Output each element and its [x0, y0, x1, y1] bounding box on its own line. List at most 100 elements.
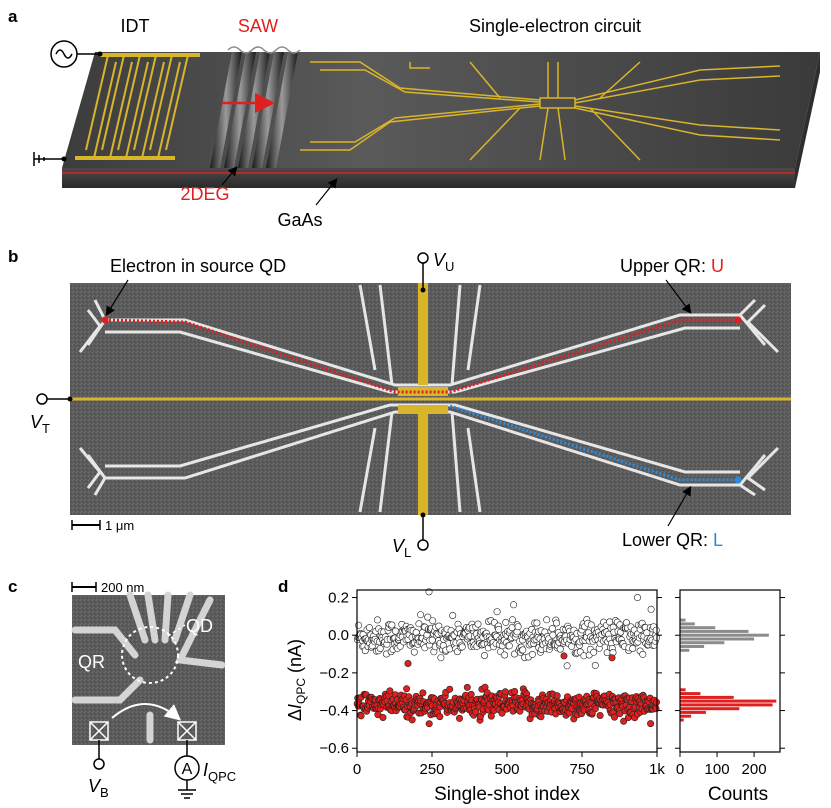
scatter-point-U	[639, 650, 647, 658]
hist-bar-upper	[680, 648, 690, 652]
y-tick-label: −0.4	[319, 703, 349, 720]
scatter-point-L	[467, 690, 475, 698]
gate-center-lower	[398, 405, 448, 414]
hist-x-tick-label: 100	[705, 761, 730, 778]
scatter-point-L	[403, 685, 411, 693]
x-tick-label: 0	[353, 761, 361, 778]
label-gaas: GaAs	[277, 210, 322, 230]
label-iqpc: IQPC	[203, 760, 236, 784]
label-2deg: 2DEG	[180, 184, 229, 204]
scatter-point-L	[553, 692, 561, 700]
hist-x-tick-label: 0	[676, 761, 684, 778]
scatter-point-L	[537, 713, 545, 721]
gate-pattern-c	[71, 591, 226, 744]
electron-upper-qr	[734, 316, 742, 324]
label-lower-qr: Lower QR: L	[622, 530, 723, 550]
hist-bar-lower	[680, 688, 686, 692]
scatter-point-U	[552, 619, 560, 627]
scatter-point-L	[472, 708, 480, 716]
panel-a-letter: a	[8, 7, 18, 26]
scatter-point-L	[487, 712, 495, 720]
hist-frame	[679, 589, 781, 753]
scatter-point-L	[591, 705, 599, 713]
scatter-point-L	[408, 716, 416, 724]
x-tick-label: 500	[494, 761, 519, 778]
hist-x-tick-label: 200	[742, 761, 767, 778]
label-saw: SAW	[238, 16, 278, 36]
scatter-point-L	[419, 689, 427, 697]
d-xlabel-hist: Counts	[708, 784, 768, 805]
hist-bar-upper	[680, 626, 716, 630]
idt-electrodes	[75, 53, 200, 160]
x-tick-label: 750	[569, 761, 594, 778]
scatter-point-L	[501, 688, 509, 696]
panel-b-letter: b	[8, 247, 18, 266]
hist-bar-lower	[680, 718, 684, 722]
scatter-point-U	[563, 662, 571, 670]
scatter-point-U	[437, 654, 445, 662]
hist-bar-upper	[680, 618, 686, 622]
scatter-point-L	[425, 720, 433, 728]
scatter-point-U	[417, 611, 425, 619]
terminal-vl: VL	[392, 512, 429, 560]
y-tick-label: −0.2	[319, 665, 349, 682]
scatter-point-U	[410, 648, 418, 656]
label-qd: QD	[186, 616, 213, 636]
scatter-point-U	[652, 626, 660, 634]
scatter-point-L	[446, 685, 454, 693]
scatter-point-U	[480, 651, 488, 659]
scatter-point-U	[505, 642, 513, 650]
gate-vl	[418, 412, 428, 515]
y-tick-label: −0.6	[319, 740, 349, 757]
scale-bar-b: 1 μm	[71, 518, 134, 533]
electron-source-qd	[101, 316, 109, 324]
scatter-point-U	[543, 616, 551, 624]
svg-text:A: A	[182, 761, 193, 778]
scatter-point-U	[519, 646, 527, 654]
terminal-vt: VT	[30, 393, 73, 436]
scatter-point-L	[463, 683, 471, 691]
saw-wave	[210, 46, 301, 168]
scatter-point-U	[458, 643, 466, 651]
panel-d-letter: d	[278, 577, 288, 596]
d-xlabel-scatter: Single-shot index	[434, 784, 580, 805]
current-arrow	[111, 703, 182, 721]
y-tick-label: 0.0	[328, 627, 349, 644]
ac-source-wave	[55, 49, 73, 59]
chip-front-face	[62, 168, 795, 188]
scatter-outlier-U	[560, 652, 568, 660]
scatter-point-U	[388, 621, 396, 629]
arrow-2deg	[221, 166, 238, 186]
d-ylabel: ΔIQPC (nA)	[285, 639, 308, 721]
label-upper-qr: Upper QR: U	[620, 256, 724, 276]
hist-bar-upper	[680, 629, 749, 633]
scatter-point-U	[376, 644, 384, 652]
scatter-point-U	[493, 608, 501, 616]
scatter-point-L	[379, 713, 387, 721]
panel-c: c 200 nm QD QR	[8, 577, 236, 800]
scatter-point-U	[508, 616, 516, 624]
x-tick-label: 1k	[649, 761, 665, 778]
label-source-qd: Electron in source QD	[110, 256, 286, 276]
scatter-point-L	[386, 687, 394, 695]
chip-right-face	[795, 52, 820, 188]
panel-b: b	[8, 247, 791, 560]
scatter-point-U	[502, 618, 510, 626]
scatter-point-L	[610, 713, 618, 721]
scatter-outlier-U	[608, 654, 616, 662]
scatter-point-U	[365, 624, 373, 632]
scatter-point-U	[629, 644, 637, 652]
histogram-bars	[680, 618, 777, 722]
scatter-point-L	[511, 687, 519, 695]
circuit-gates	[300, 61, 781, 161]
scatter-point-U	[514, 623, 522, 631]
panel-a: a	[8, 7, 820, 230]
label-vb: VB	[88, 776, 109, 800]
hist-bar-lower	[680, 692, 701, 696]
arrow-upper-qr	[665, 279, 692, 314]
svg-text:VL: VL	[392, 536, 411, 560]
terminal-vu: VU	[417, 250, 454, 293]
